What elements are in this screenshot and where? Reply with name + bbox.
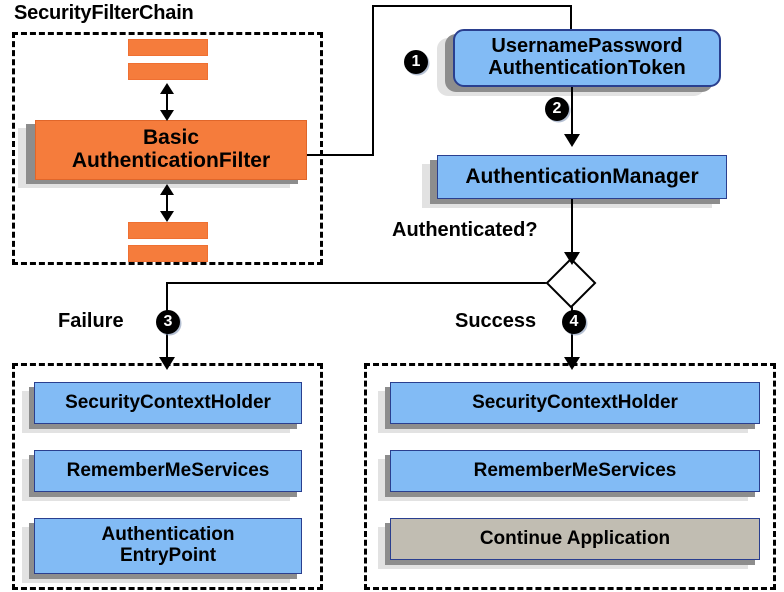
filter-connector-bottom-arrow-up bbox=[160, 184, 174, 195]
success-remember-me-services[interactable]: RememberMeServices bbox=[390, 450, 760, 492]
step-badge-2: 2 bbox=[545, 97, 569, 121]
filter-bar-bottom-1 bbox=[128, 222, 208, 239]
filter-bar-top-2 bbox=[128, 63, 208, 80]
failure-label: Failure bbox=[58, 310, 124, 332]
basic-authentication-filter[interactable]: Basic AuthenticationFilter bbox=[35, 120, 307, 180]
filter-bar-bottom-2 bbox=[128, 245, 208, 262]
success-continue-application-label: Continue Application bbox=[479, 527, 671, 549]
manager-to-decision-line bbox=[571, 199, 573, 261]
failure-security-context-holder-label: SecurityContextHolder bbox=[65, 391, 271, 413]
decision-to-failure-line-h bbox=[166, 282, 555, 284]
step-badge-4: 4 bbox=[562, 310, 586, 334]
step-badge-3: 3 bbox=[156, 310, 180, 334]
username-password-authentication-token[interactable]: UsernamePassword AuthenticationToken bbox=[453, 29, 721, 87]
success-remember-me-services-label: RememberMeServices bbox=[473, 459, 677, 481]
success-label: Success bbox=[455, 310, 537, 332]
basic-authentication-filter-label-line1: Basic bbox=[142, 126, 200, 150]
filter-connector-top-arrow-up bbox=[160, 83, 174, 94]
filter-to-token-segment-h1 bbox=[307, 154, 374, 156]
filter-connector-bottom-arrow-down bbox=[160, 211, 174, 222]
manager-to-decision-arrow bbox=[564, 252, 580, 265]
token-inlet-stub bbox=[570, 5, 572, 30]
authenticated-question-label: Authenticated? bbox=[392, 219, 538, 241]
failure-remember-me-services-label: RememberMeServices bbox=[66, 459, 270, 481]
basic-authentication-filter-label-line2: AuthenticationFilter bbox=[71, 149, 271, 172]
failure-authentication-entry-point-label-line1: Authentication bbox=[101, 524, 235, 546]
filter-to-token-segment-h2 bbox=[372, 5, 572, 7]
success-security-context-holder-label: SecurityContextHolder bbox=[472, 391, 678, 413]
filter-connector-top bbox=[166, 88, 168, 116]
filter-to-token-segment-v bbox=[372, 5, 374, 156]
authenticated-decision-diamond bbox=[545, 257, 597, 309]
filter-connector-top-arrow-down bbox=[160, 110, 174, 121]
filter-bar-top-1 bbox=[128, 39, 208, 56]
success-branch-arrow bbox=[564, 357, 580, 370]
authentication-manager-label: AuthenticationManager bbox=[465, 164, 699, 188]
success-security-context-holder[interactable]: SecurityContextHolder bbox=[390, 382, 760, 424]
authentication-manager[interactable]: AuthenticationManager bbox=[437, 155, 727, 199]
failure-branch-arrow bbox=[159, 357, 175, 370]
failure-remember-me-services[interactable]: RememberMeServices bbox=[34, 450, 302, 492]
securityfilterchain-title: SecurityFilterChain bbox=[14, 2, 194, 24]
failure-security-context-holder[interactable]: SecurityContextHolder bbox=[34, 382, 302, 424]
failure-authentication-entry-point[interactable]: Authentication EntryPoint bbox=[34, 518, 302, 574]
failure-authentication-entry-point-label-line2: EntryPoint bbox=[119, 545, 217, 566]
step-badge-1: 1 bbox=[404, 50, 428, 74]
username-password-token-label-line1: UsernamePassword bbox=[491, 35, 683, 58]
securityfilterchain-group bbox=[12, 32, 323, 265]
token-to-manager-arrow bbox=[564, 134, 580, 147]
username-password-token-label-line2: AuthenticationToken bbox=[488, 57, 686, 79]
token-to-manager-line bbox=[571, 87, 573, 139]
success-continue-application[interactable]: Continue Application bbox=[390, 518, 760, 560]
filter-connector-bottom bbox=[166, 188, 168, 216]
